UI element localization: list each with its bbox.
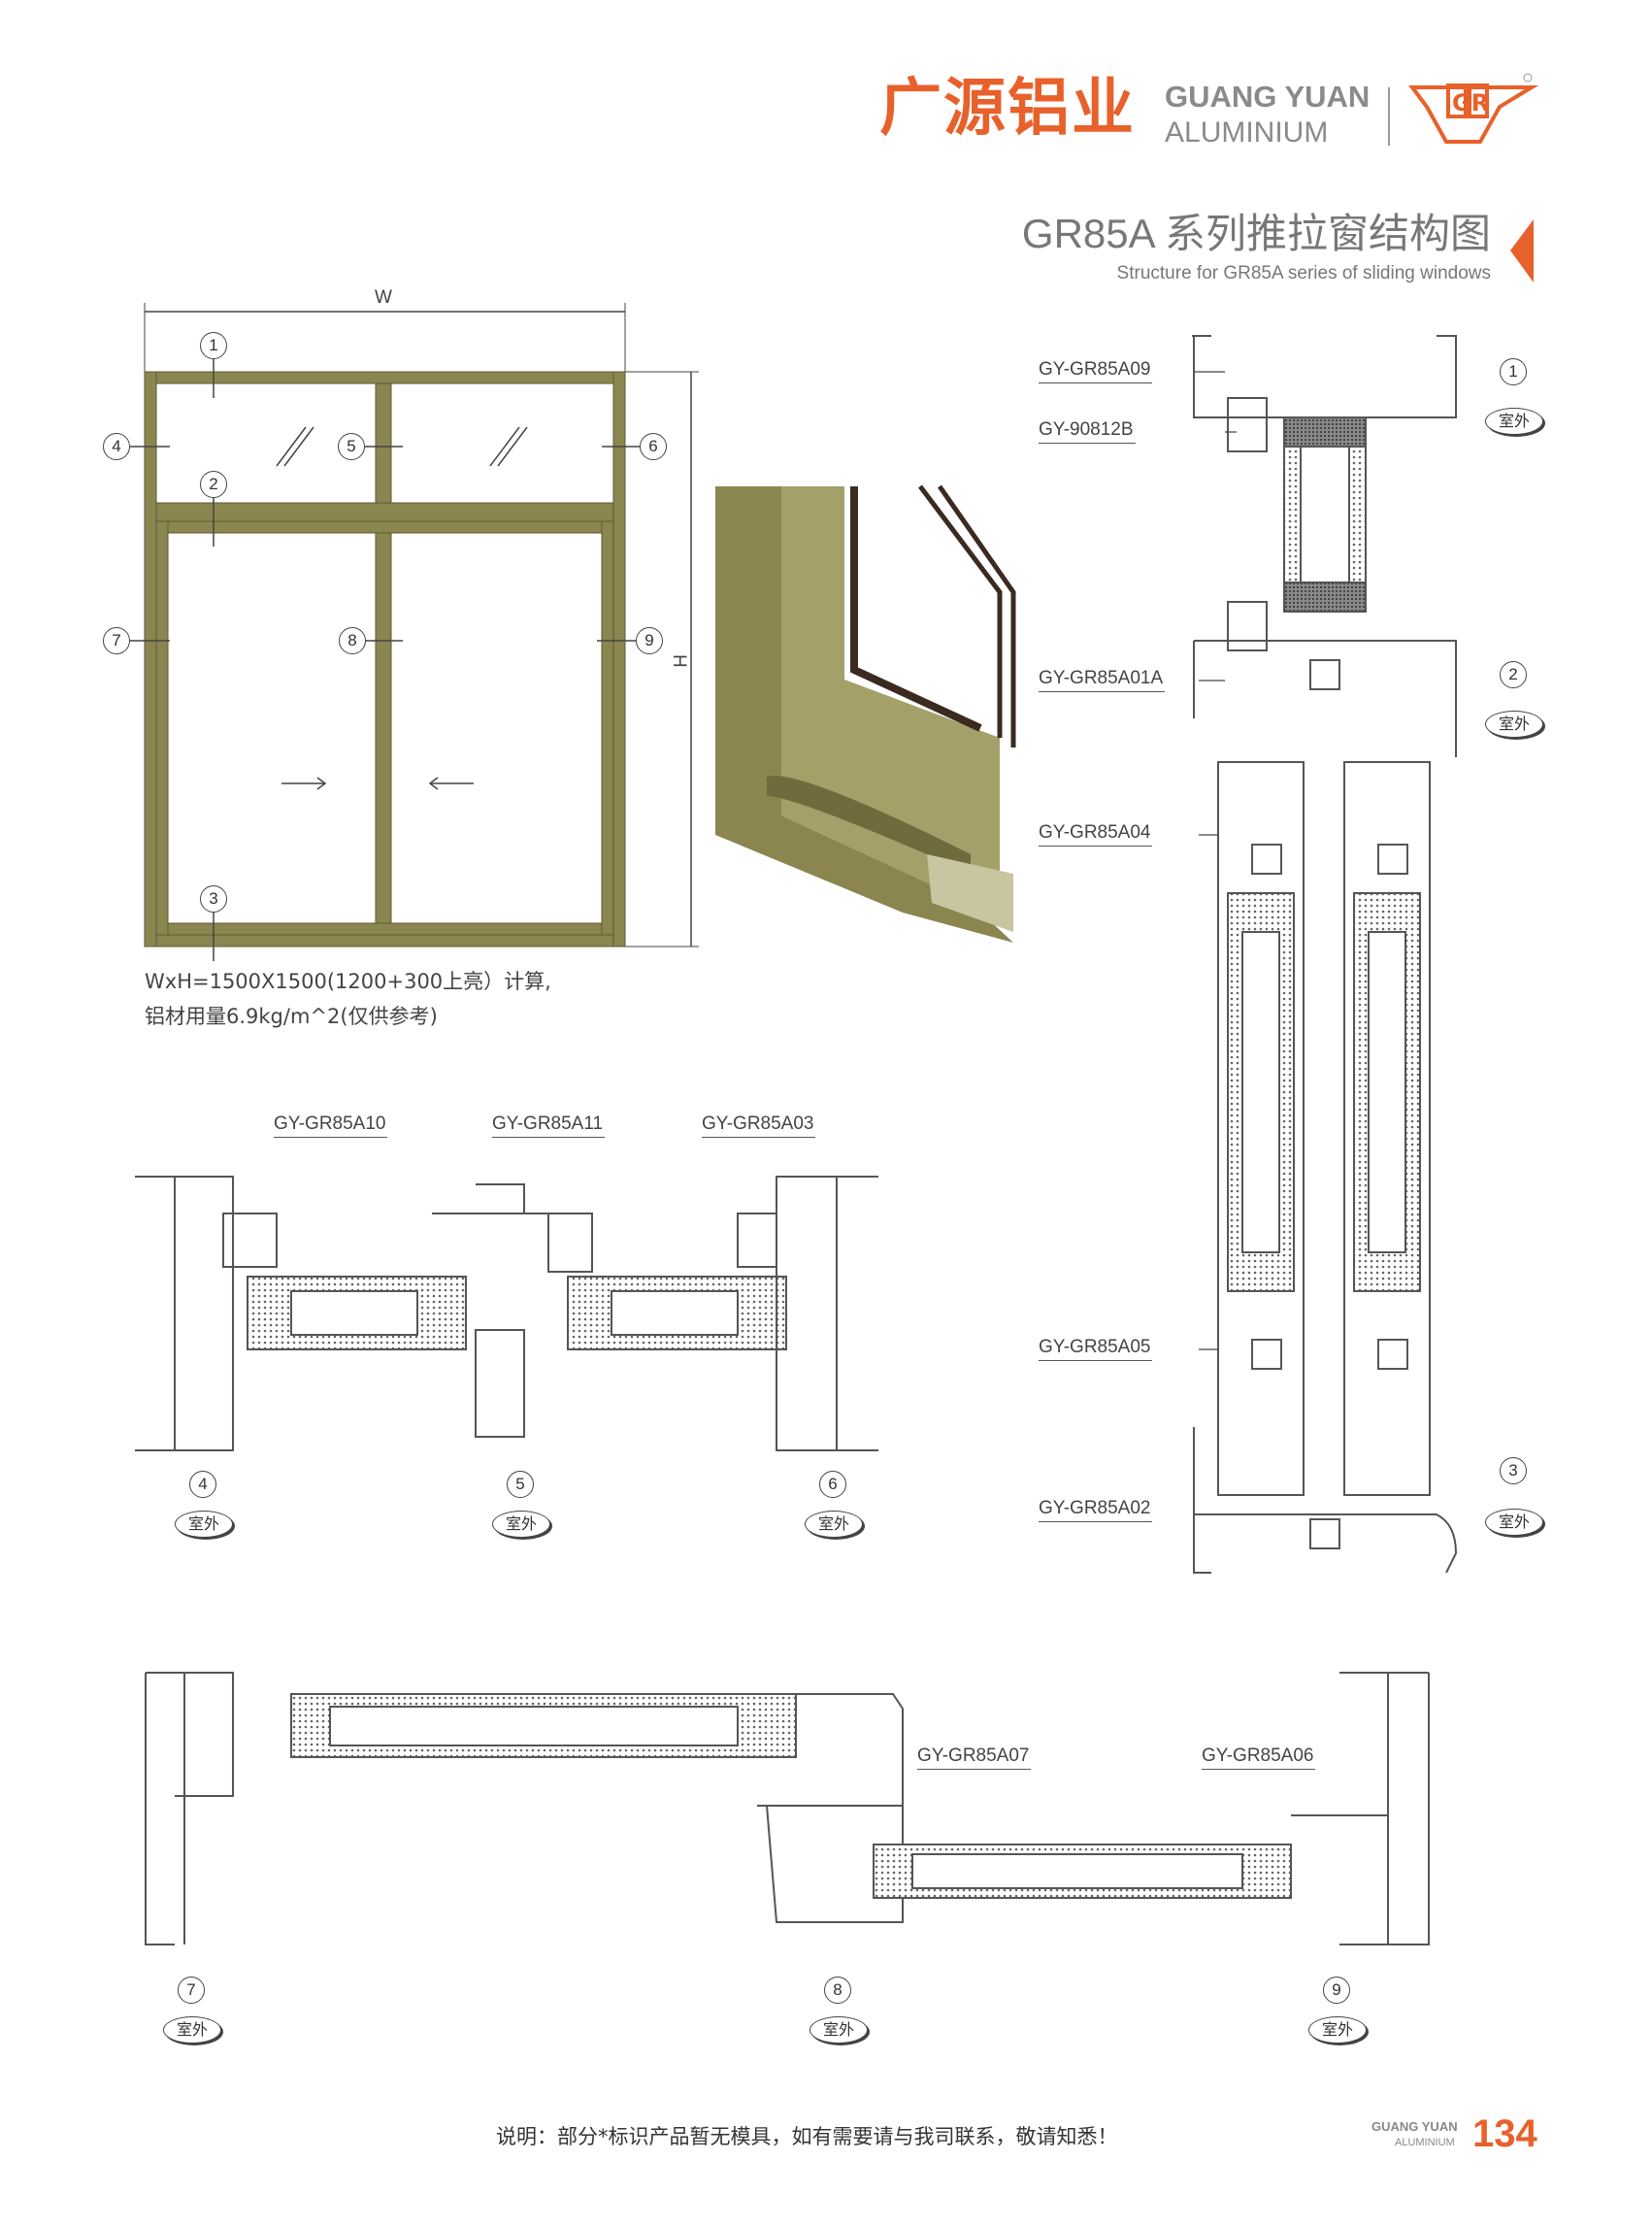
profile-label: GY-GR85A02 <box>1039 1498 1153 1522</box>
logo-mark-text: GR <box>1452 89 1490 116</box>
outdoor-badge: 室外 <box>1485 408 1543 435</box>
callout-6: 6 <box>640 433 667 460</box>
profile-label: GY-GR85A01A <box>1039 668 1166 692</box>
callout-5: 5 <box>338 433 365 460</box>
callout-9: 9 <box>636 627 663 654</box>
callout-7: 7 <box>103 627 130 654</box>
page-subtitle: Structure for GR85A series of sliding wi… <box>1116 263 1491 283</box>
callout-3: 3 <box>1500 1457 1527 1484</box>
profile-3d-render <box>715 484 1016 943</box>
size-note: WxH=1500X1500(1200+300上亮）计算, <box>145 970 551 993</box>
vertical-section-drawing <box>1192 335 1458 1574</box>
callout-2: 2 <box>1500 661 1527 688</box>
outdoor-badge: 室外 <box>1308 2016 1367 2044</box>
callout-7: 7 <box>178 1977 205 2004</box>
callout-4: 4 <box>103 433 130 460</box>
profile-label: GY-GR85A04 <box>1039 822 1153 847</box>
page-number: 134 <box>1472 2112 1537 2155</box>
horizontal-section-upper-drawing <box>135 1176 878 1451</box>
height-dimension-label: H <box>668 654 689 668</box>
profile-label: GY-GR85A06 <box>1202 1745 1316 1770</box>
outdoor-badge: 室外 <box>492 1511 550 1538</box>
callout-8: 8 <box>824 1977 851 2004</box>
callout-2: 2 <box>200 471 227 498</box>
callout-5: 5 <box>507 1471 534 1498</box>
profile-label: GY-GR85A03 <box>702 1114 816 1138</box>
brand-name-cn: 广源铝业 <box>879 73 1136 145</box>
outdoor-badge: 室外 <box>163 2016 221 2044</box>
horizontal-section-lower-drawing <box>145 1672 1430 1945</box>
company-logo-emblem <box>1388 73 1539 146</box>
brand-name-en-sub: ALUMINIUM <box>1165 116 1329 149</box>
footer-note: 说明：部分*标识产品暂无模具，如有需要请与我司联系，敬请知悉！ <box>496 2125 1118 2148</box>
callout-9: 9 <box>1323 1977 1350 2004</box>
outdoor-badge: 室外 <box>1485 711 1543 738</box>
brand-name-en: GUANG YUAN <box>1165 80 1371 114</box>
profile-label: GY-GR85A10 <box>274 1114 388 1138</box>
page-title: GR85A 系列推拉窗结构图 <box>1021 211 1491 256</box>
callout-3: 3 <box>200 885 227 913</box>
footer-brand-sub: ALUMINIUM <box>1395 2137 1455 2148</box>
callout-1: 1 <box>1500 358 1527 385</box>
outdoor-badge: 室外 <box>1485 1509 1543 1536</box>
profile-label: GY-GR85A09 <box>1039 359 1153 383</box>
callout-1: 1 <box>200 332 227 359</box>
width-dimension-label: W <box>375 287 392 308</box>
window-elevation <box>130 303 699 961</box>
profile-label: GY-GR85A11 <box>492 1114 606 1138</box>
outdoor-badge: 室外 <box>805 1511 863 1538</box>
profile-label: GY-90812B <box>1039 419 1136 444</box>
profile-label: GY-GR85A07 <box>917 1745 1032 1770</box>
registered-mark-icon <box>1523 73 1533 83</box>
outdoor-badge: 室外 <box>175 1511 233 1538</box>
outdoor-badge: 室外 <box>809 2016 868 2044</box>
material-usage-note: 铝材用量6.9kg/m^2(仅供参考) <box>145 1005 438 1028</box>
title-marker-triangle <box>1510 219 1534 283</box>
callout-6: 6 <box>819 1471 846 1498</box>
callout-4: 4 <box>189 1471 216 1498</box>
footer-brand: GUANG YUAN <box>1371 2119 1458 2134</box>
callout-8: 8 <box>339 627 366 654</box>
profile-label: GY-GR85A05 <box>1039 1337 1153 1361</box>
